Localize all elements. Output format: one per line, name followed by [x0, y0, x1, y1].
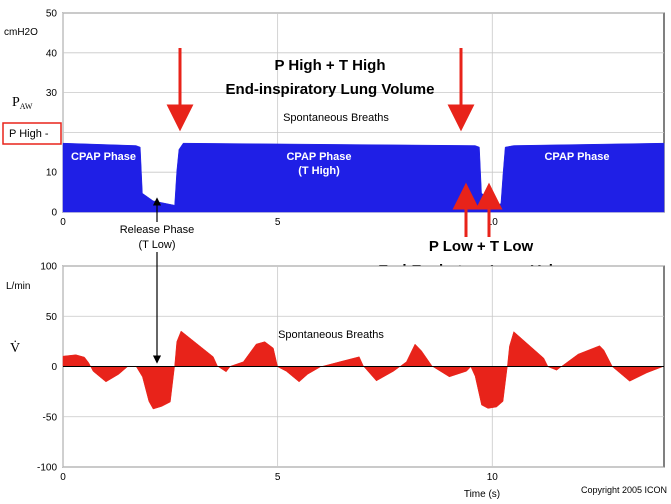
flow-y-tick-label: 100	[40, 262, 57, 273]
p-high-label: P High -	[9, 128, 49, 140]
pressure-x-ticks: 0 5 10	[60, 217, 498, 228]
flow-x-ticks: 0 5 10	[60, 472, 498, 483]
pressure-unit-label: cmH2O	[4, 27, 38, 38]
cpap-phase-label-2: CPAP Phase	[286, 151, 351, 163]
flow-y-ticks: -100 -50 0 50 100	[37, 262, 57, 474]
pressure-area-series	[62, 142, 665, 213]
flow-x-tick-label: 0	[60, 472, 66, 483]
pressure-y-tick-label: 0	[51, 208, 57, 219]
flow-area-series	[62, 330, 665, 410]
flow-axis-label: V̇	[10, 339, 20, 356]
flow-unit-label: L/min	[6, 281, 30, 292]
pressure-x-tick-label: 5	[275, 217, 281, 228]
flow-x-tick-label: 10	[487, 472, 499, 483]
pressure-x-tick-label: 0	[60, 217, 66, 228]
flow-y-tick-label: -50	[43, 412, 58, 423]
flow-y-tick-label: 0	[51, 362, 57, 373]
flow-x-tick-label: 5	[275, 472, 281, 483]
end-inspiratory-label: End-inspiratory Lung Volume	[226, 81, 435, 98]
pressure-spontaneous-breaths-label: Spontaneous Breaths	[283, 112, 389, 124]
pressure-y-ticks: 01020304050	[46, 9, 58, 219]
release-phase-sub-label: (T Low)	[138, 239, 175, 251]
cpap-phase-label-1: CPAP Phase	[71, 151, 136, 163]
time-axis-label: Time (s)	[464, 489, 500, 500]
pressure-y-tick-label: 10	[46, 168, 58, 179]
pressure-x-tick-label: 10	[487, 217, 499, 228]
pressure-axis-label: PAW	[12, 95, 33, 111]
p-high-t-high-label: P High + T High	[275, 57, 386, 74]
cpap-phase-label-3: CPAP Phase	[544, 151, 609, 163]
flow-y-tick-label: -100	[37, 463, 57, 474]
flow-y-tick-label: 50	[46, 312, 58, 323]
pressure-y-tick-label: 50	[46, 9, 58, 20]
flow-panel: -100 -50 0 50 100 0 5 10 L/min V̇ Spontaneous …	[6, 252, 667, 500]
flow-spontaneous-breaths-label: Spontaneous Breaths	[278, 329, 384, 341]
p-low-t-low-label: P Low + T Low	[429, 238, 534, 255]
p-high-marker: P High -	[2, 122, 62, 145]
release-phase-label: Release Phase	[120, 224, 195, 236]
pressure-y-tick-label: 30	[46, 88, 58, 99]
cpap-phase-label-2-sub: (T High)	[298, 165, 340, 177]
pressure-y-tick-label: 40	[46, 48, 58, 59]
copyright-label: Copyright 2005 ICON	[581, 485, 667, 495]
